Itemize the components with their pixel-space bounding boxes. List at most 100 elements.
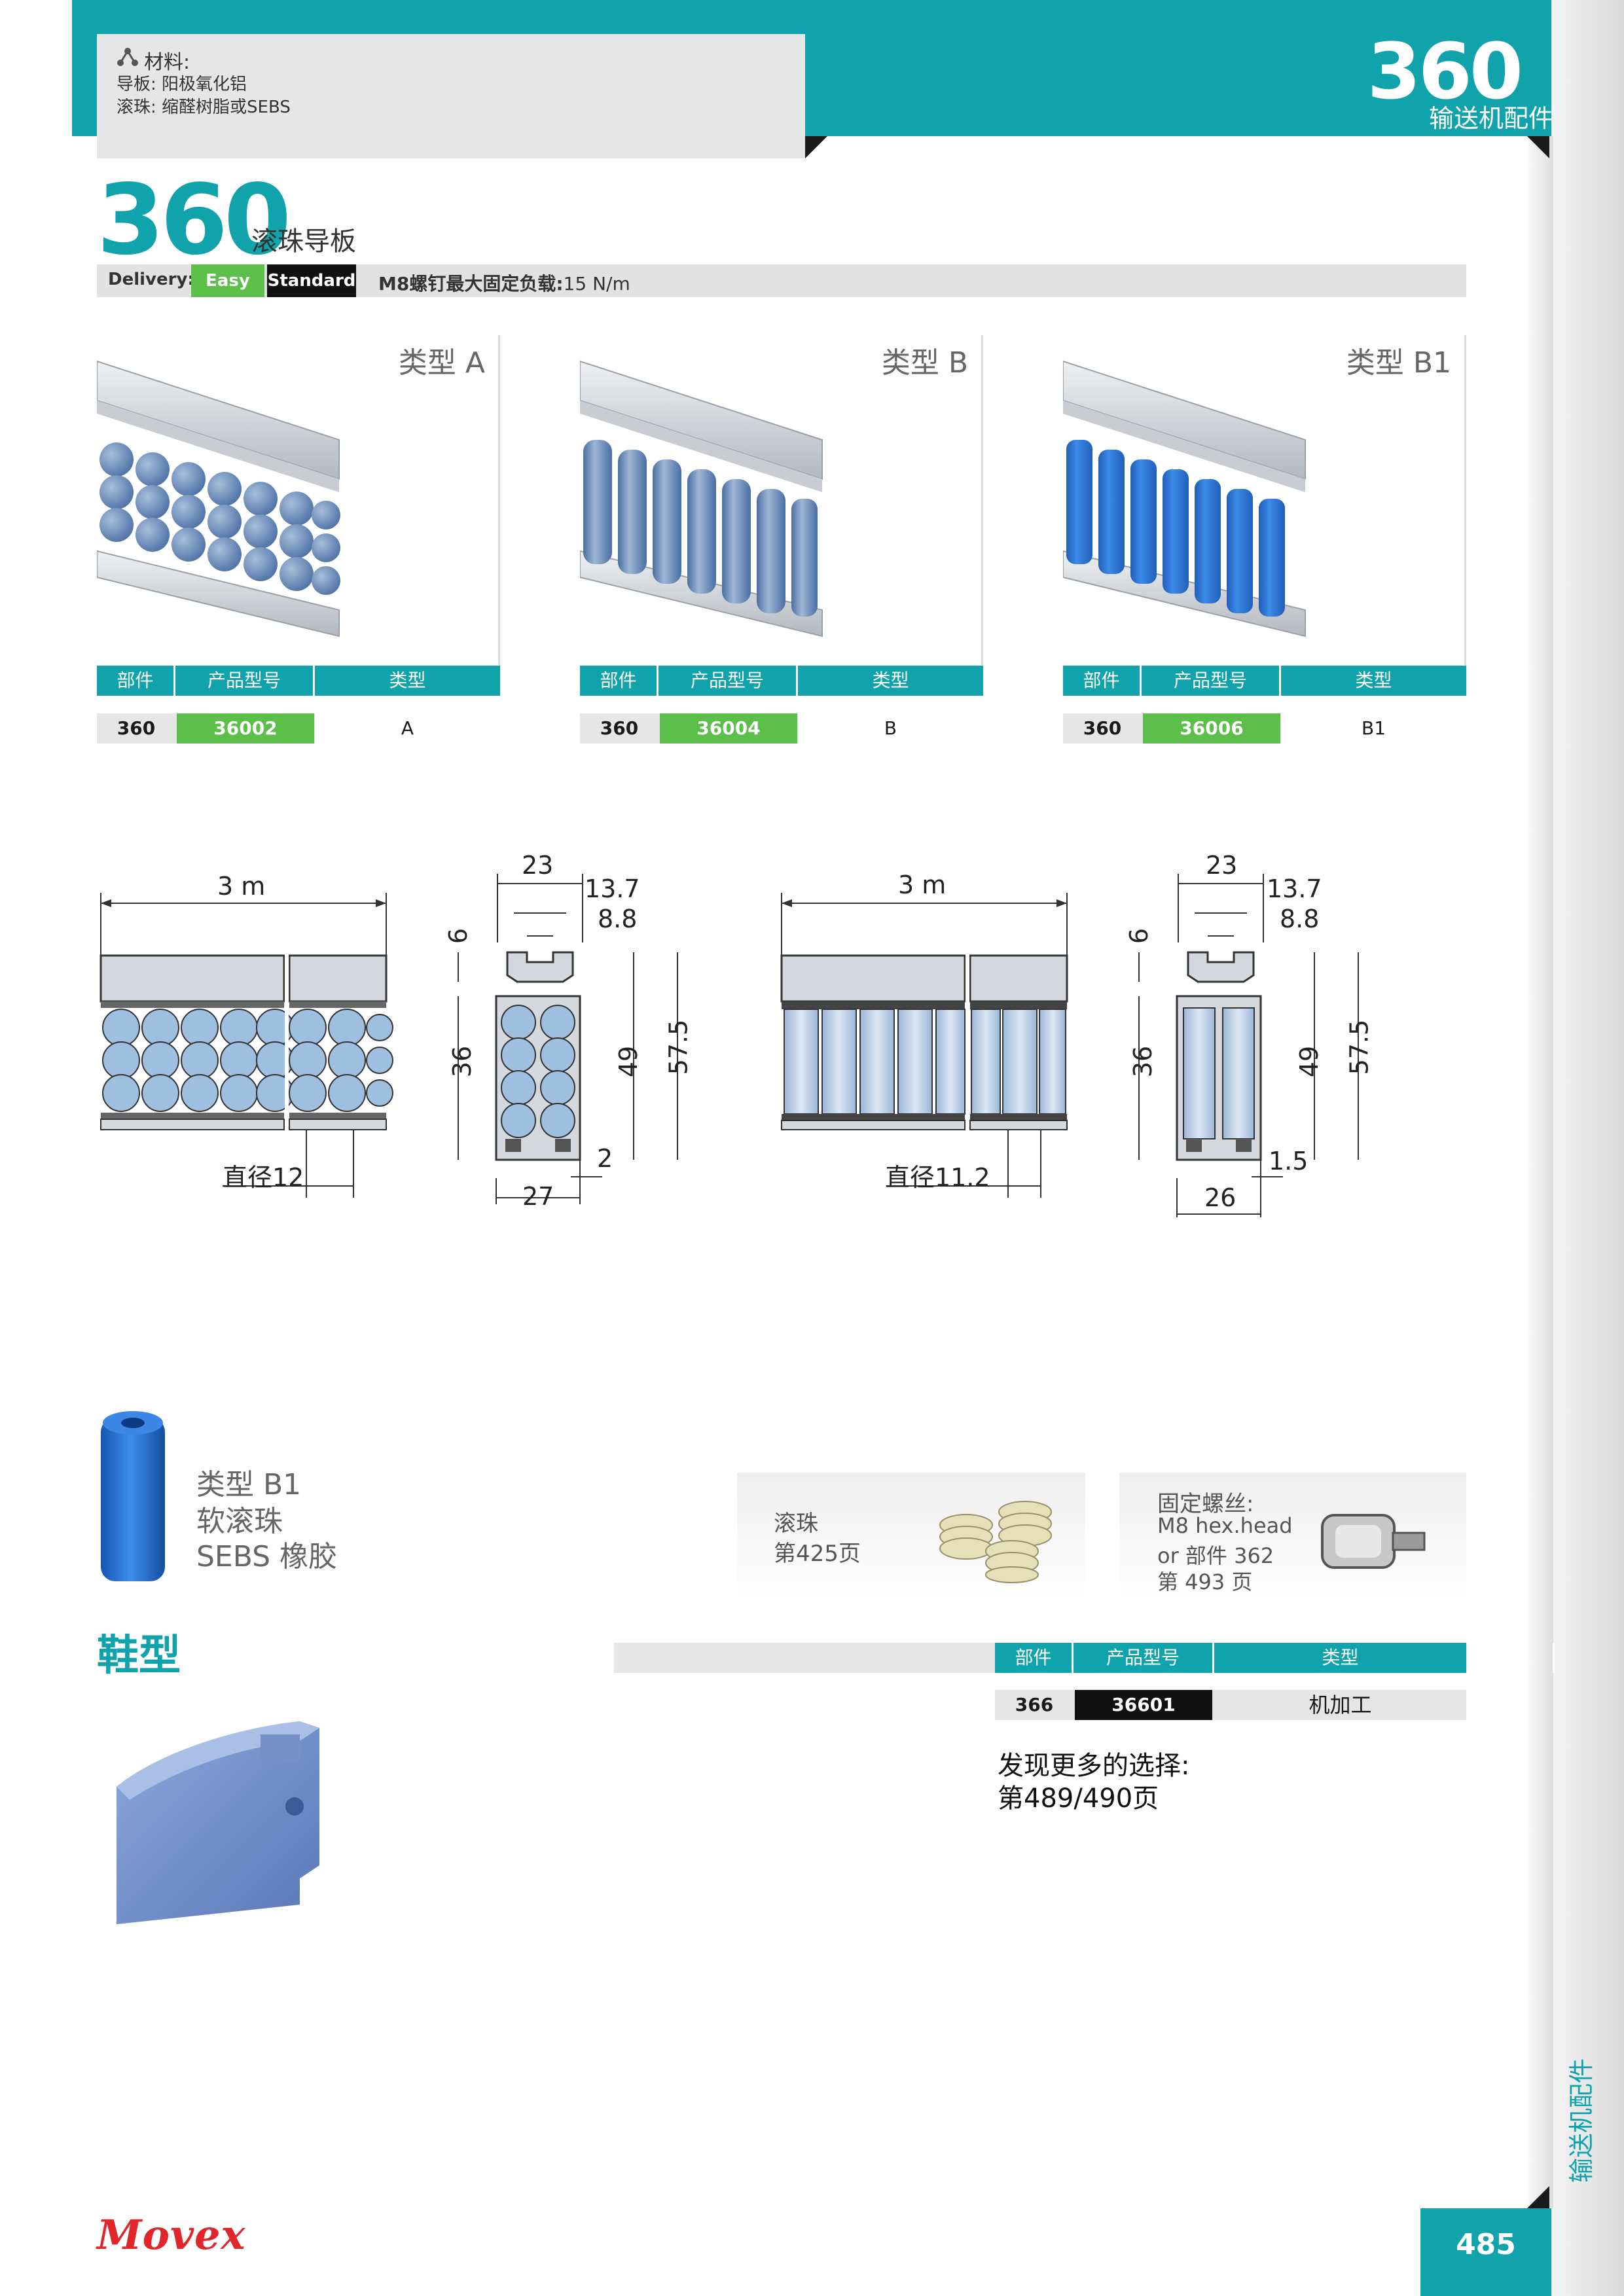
- balls-icon: [939, 1501, 1052, 1583]
- col-code: 产品型号: [1142, 666, 1281, 696]
- col-code: 产品型号: [659, 666, 798, 696]
- promo-balls-title: 滚珠: [774, 1511, 818, 1537]
- card-type-label: 类型 A: [398, 346, 485, 380]
- materials-box: [97, 34, 805, 158]
- screw-icon: [1321, 1514, 1426, 1569]
- cell-code: 36601: [1075, 1690, 1212, 1720]
- cell-part: 360: [1083, 717, 1122, 739]
- dim-b-height-36: 36: [1128, 1045, 1158, 1078]
- dim-a-width-8-8: 8.8: [598, 905, 638, 933]
- side-inner-band: [1527, 136, 1553, 2208]
- card-type-b: 类型 B: [580, 335, 983, 666]
- card-a-table-row: 360 36002 A: [97, 713, 500, 744]
- shoe-photo: [117, 1721, 319, 1924]
- cell-type: B: [798, 713, 983, 744]
- cell-code: 36004: [660, 713, 797, 744]
- col-part: 部件: [1063, 666, 1142, 696]
- shoe-section-title: 鞋型: [97, 1632, 181, 1680]
- col-code: 产品型号: [175, 666, 315, 696]
- card-type-b1: 类型 B1: [1063, 335, 1466, 666]
- col-type: 类型: [1355, 670, 1392, 691]
- cell-part: 360: [600, 717, 639, 739]
- card-b1-table-row: 360 36006 B1: [1063, 713, 1466, 744]
- dim-b-length: 3 m: [898, 870, 947, 899]
- dim-b-width-23: 23: [1206, 851, 1238, 880]
- materials-line-guide: 导板: 阳极氧化铝: [117, 75, 247, 94]
- dim-a-height-6: 6: [444, 927, 473, 944]
- promo-balls-page: 第425页: [774, 1541, 861, 1567]
- card-a-table-header: 部件 产品型号 类型: [97, 666, 500, 696]
- dim-a-width-23: 23: [522, 851, 554, 880]
- promo-screw-part: or 部件 362: [1157, 1543, 1274, 1568]
- dim-a-height-57-5: 57.5: [664, 1019, 693, 1075]
- shoe-table-row: 366 36601 机加工: [995, 1690, 1466, 1720]
- card-b-table-header: 部件 产品型号 类型: [580, 666, 983, 696]
- card-b-table-row: 360 36004 B: [580, 713, 983, 744]
- dim-b-height-57-5: 57.5: [1344, 1019, 1374, 1075]
- header-corner: [805, 136, 827, 158]
- header-product-number: 360: [1367, 26, 1523, 117]
- guide-rail-b1-photo: [1063, 360, 1306, 637]
- dim-a-height-49: 49: [614, 1045, 643, 1078]
- cell-part: 366: [1015, 1694, 1054, 1715]
- card-b1-table-header: 部件 产品型号 类型: [1063, 666, 1466, 696]
- dim-a-width-2: 2: [597, 1144, 613, 1173]
- promo-screw-page: 第 493 页: [1157, 1570, 1253, 1594]
- col-part: 部件: [995, 1643, 1074, 1673]
- guide-rail-b-photo: [580, 360, 823, 637]
- dim-b-width-1-5: 1.5: [1269, 1147, 1308, 1175]
- shoe-col-type: 类型: [1214, 1643, 1466, 1673]
- side-corner-top: [1527, 136, 1549, 158]
- cell-code: 36002: [177, 713, 314, 744]
- soft-roller-desc: 软滚珠: [196, 1505, 283, 1538]
- side-corner-bottom: [1527, 2186, 1549, 2208]
- dim-a-width-13-7: 13.7: [585, 874, 640, 903]
- dim-b-diameter: 直径11.2: [885, 1163, 990, 1192]
- guide-rail-a-photo: [97, 360, 340, 637]
- dim-b-height-6: 6: [1125, 927, 1154, 944]
- delivery-easy-badge: Easy: [191, 264, 264, 297]
- materials-line-balls: 滚珠: 缩醛树脂或SEBS: [117, 98, 291, 117]
- find-more-title: 发现更多的选择:: [998, 1751, 1190, 1781]
- drawing-a-side-view: [99, 893, 393, 1198]
- max-load-value: 15 N/m: [563, 273, 630, 295]
- materials-title: 材料:: [144, 51, 190, 74]
- dim-a-diameter: 直径12: [223, 1163, 304, 1192]
- col-part: 部件: [580, 666, 659, 696]
- col-type: 类型: [389, 670, 426, 691]
- card-type-label: 类型 B: [881, 346, 968, 380]
- drawing-b-cross-section: [1138, 874, 1359, 1217]
- delivery-standard-badge: Standard: [267, 264, 356, 297]
- max-load-text: M8螺钉最大固定负载:15 N/m: [378, 270, 630, 296]
- soft-roller-material: SEBS 橡胶: [196, 1540, 338, 1573]
- cell-type: 机加工: [1308, 1693, 1372, 1717]
- promo-screw-title: 固定螺丝:: [1157, 1491, 1254, 1517]
- col-type: 类型: [1322, 1647, 1359, 1668]
- col-part: 部件: [97, 666, 175, 696]
- dim-a-height-36: 36: [448, 1045, 477, 1078]
- product-title: 滚珠导板: [251, 226, 356, 257]
- shoe-col-code: 产品型号: [1074, 1643, 1214, 1673]
- promo-screw-spec: M8 hex.head: [1157, 1513, 1293, 1538]
- soft-roller-type: 类型 B1: [196, 1468, 302, 1501]
- col-code-placeholder: [1074, 1643, 1555, 1673]
- brand-logo: Movex: [97, 2211, 246, 2259]
- promo-balls[interactable]: 滚珠 第425页: [737, 1473, 1085, 1597]
- header-category: 输送机配件: [1428, 104, 1553, 133]
- materials-icon: [117, 48, 138, 66]
- promo-screw[interactable]: 固定螺丝: M8 hex.head or 部件 362 第 493 页: [1119, 1473, 1466, 1597]
- product-number: 360: [97, 164, 291, 276]
- cell-type: B1: [1281, 713, 1466, 744]
- dim-b-width-8-8: 8.8: [1280, 905, 1320, 933]
- col-code: 产品型号: [1074, 1643, 1214, 1673]
- dim-b-width-26: 26: [1204, 1183, 1236, 1212]
- side-band: [1551, 0, 1624, 2296]
- page-number-box: [1420, 2208, 1551, 2296]
- find-more-pages: 第489/490页: [998, 1784, 1159, 1814]
- drawing-a-cross-section: [458, 874, 678, 1204]
- dim-a-length: 3 m: [217, 872, 266, 901]
- soft-roller-photo: [101, 1411, 165, 1581]
- dim-b-height-49: 49: [1295, 1045, 1324, 1078]
- side-category-label: 输送机配件: [1567, 2058, 1596, 2183]
- col-type: 类型: [872, 670, 909, 691]
